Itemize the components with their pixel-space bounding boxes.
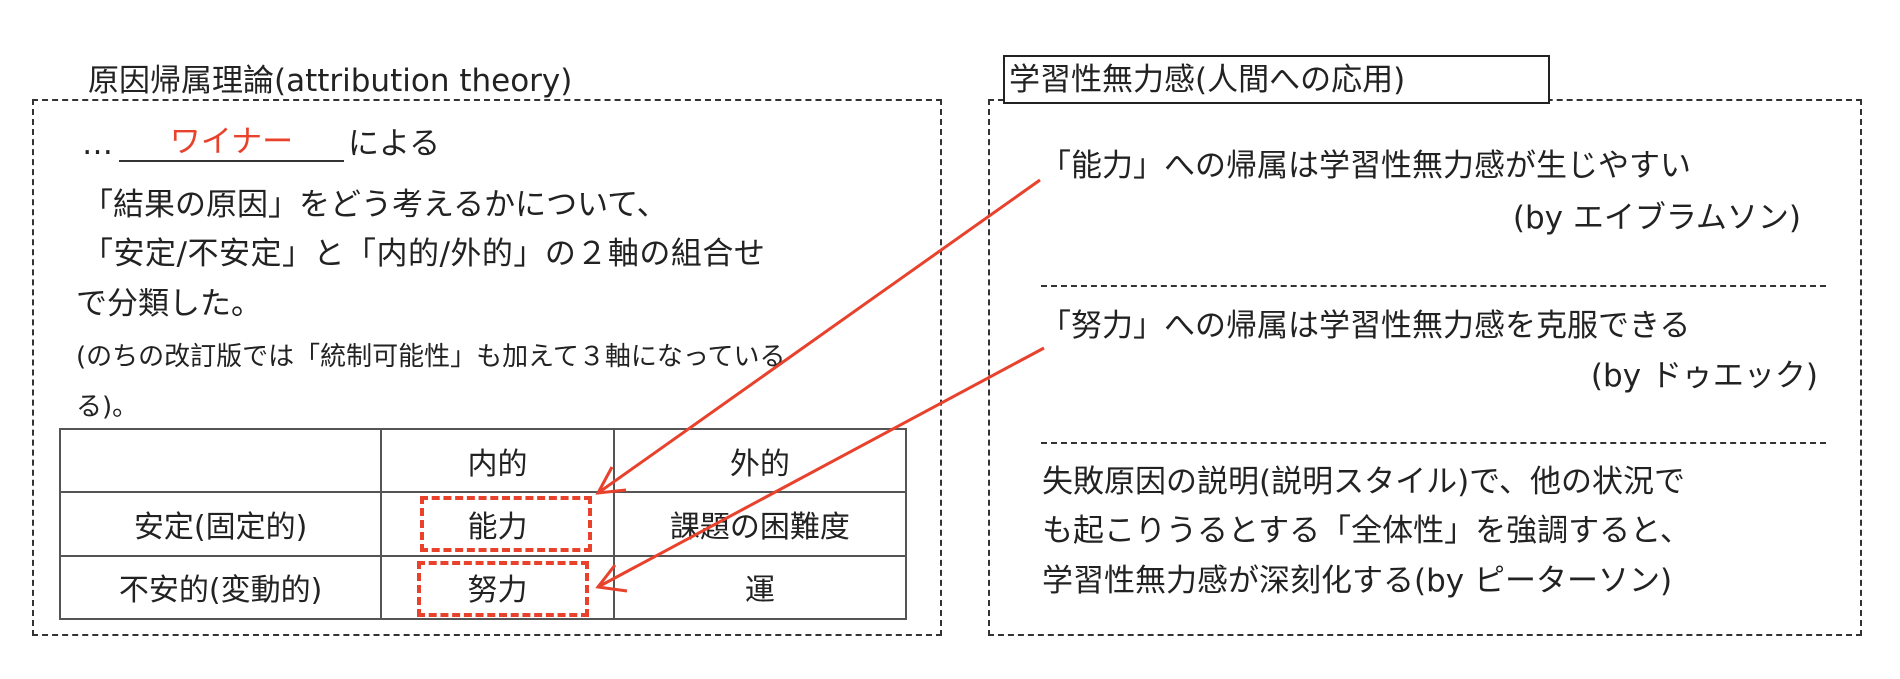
note-line-1: (のちの改訂版では「統制可能性」も加えて３軸になっている: [76, 342, 786, 372]
note-line-2: る)。: [76, 392, 139, 422]
explanatory-style-line-3: 学習性無力感が深刻化する(by ピーターソン): [1042, 563, 1673, 599]
attribution-theory-title: 原因帰属理論(attribution theory): [80, 66, 581, 97]
description-line-3: で分類した。: [76, 286, 262, 322]
effort-attribution-source: (by ドゥエック): [1590, 358, 1818, 394]
description-line-1: 「結果の原因」をどう考えるかについて、: [82, 187, 668, 223]
table-cell: 不安的(変動的): [58, 554, 383, 621]
table-cell: 課題の困難度: [612, 491, 908, 557]
separator: [1041, 285, 1826, 287]
table-header-internal: 内的: [380, 427, 615, 494]
effort-attribution-text: 「努力」への帰属は学習性無力感を克服できる: [1040, 308, 1691, 344]
description-line-2: 「安定/不安定」と「内的/外的」の２軸の組合せ: [82, 236, 766, 272]
table-cell: 運: [612, 554, 908, 621]
table-cell: 能力: [380, 491, 615, 557]
effort-highlight-box: [417, 561, 589, 617]
blank-answer: ワイナー: [119, 127, 344, 162]
explanatory-style-line-2: も起こりうるとする「全体性」を強調すると、: [1042, 513, 1691, 549]
explanatory-style-line-1: 失敗原因の説明(説明スタイル)で、他の状況で: [1042, 464, 1685, 500]
table-header-external: 外的: [612, 427, 908, 494]
ability-attribution-text: 「能力」への帰属は学習性無力感が生じやすい: [1040, 148, 1691, 184]
ability-attribution-source: (by エイブラムソン): [1512, 200, 1801, 236]
separator: [1041, 442, 1826, 444]
ellipsis: …: [82, 126, 113, 162]
table-cell: [58, 427, 383, 494]
table-header-row: 内的 外的: [58, 427, 908, 494]
by-suffix: による: [348, 126, 441, 162]
ability-highlight-box: [420, 496, 592, 552]
table-cell: 安定(固定的): [58, 491, 383, 557]
learned-helplessness-title: 学習性無力感(人間への応用): [1003, 55, 1550, 104]
